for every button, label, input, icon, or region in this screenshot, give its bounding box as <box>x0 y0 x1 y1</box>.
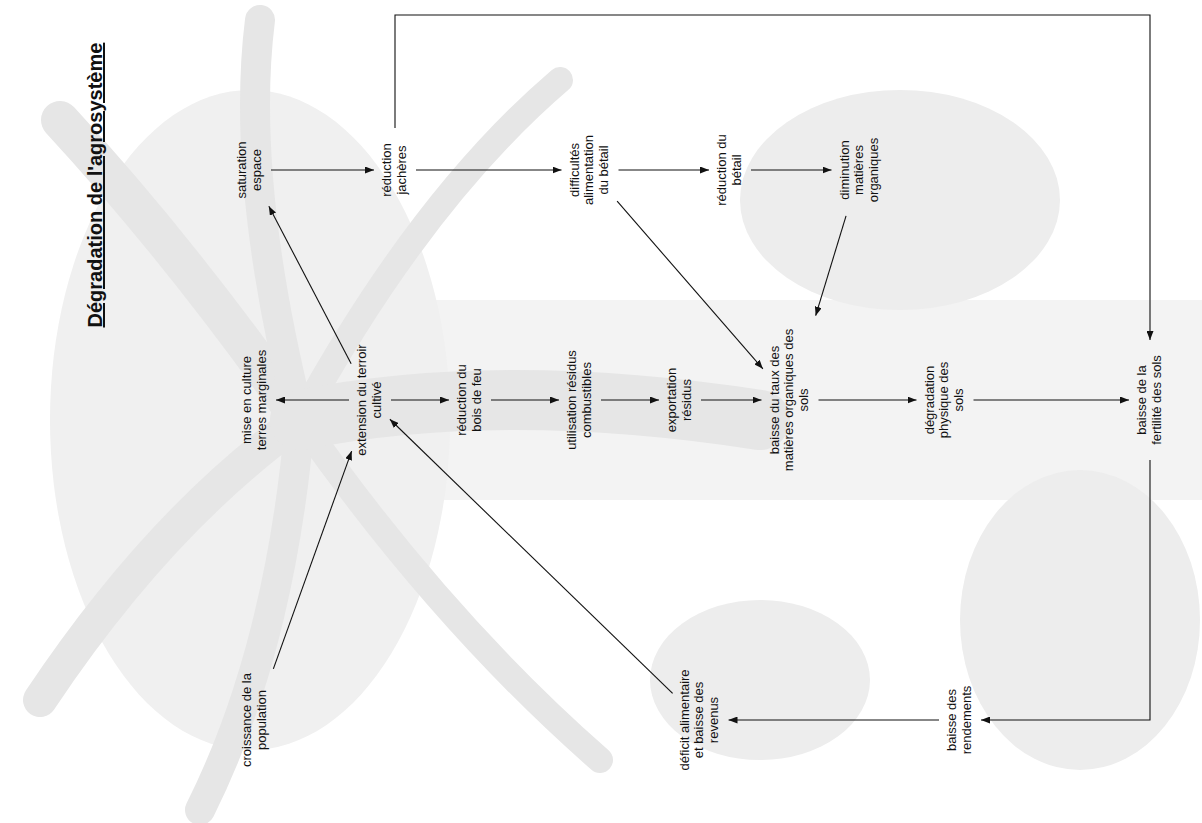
concept-text: dégradation physique des sols <box>923 351 968 450</box>
concept-label: diminution matières organiques <box>836 128 885 212</box>
causal-arrow <box>269 206 351 364</box>
causal-arrow <box>601 399 659 400</box>
causal-arrow <box>416 169 562 170</box>
concept-text: réduction du bétail <box>715 134 745 206</box>
concept-label: baisse de la fertilité des sols <box>1133 344 1167 456</box>
concept-label: croissance de la population <box>238 664 272 776</box>
concept-label: baisse des rendements <box>943 664 977 776</box>
causal-arrow <box>816 216 846 316</box>
causal-arrow <box>619 169 710 170</box>
concept-text: réduction jachères <box>380 135 410 205</box>
causal-arrow <box>391 399 449 400</box>
concept-text: utilisation résidus combustibles <box>565 336 595 465</box>
causal-arrow <box>729 719 940 720</box>
concept-label: extension du terroir cultivé <box>353 341 387 459</box>
causal-arrow <box>390 419 673 693</box>
diagram-title: Dégradation de l'agrosystème <box>84 43 107 328</box>
concept-text: diminution matières organiques <box>838 131 883 209</box>
concept-text: difficultés alimentation du bétail <box>568 128 613 212</box>
concept-label: déficit alimentaire et baisse des revenu… <box>676 660 725 780</box>
concept-label: réduction du bétail <box>713 131 747 209</box>
ground-patches <box>650 90 1200 770</box>
causal-arrow <box>819 399 917 400</box>
concept-label: utilisation résidus combustibles <box>563 333 597 468</box>
causal-arrow <box>981 460 1150 720</box>
causal-arrow <box>271 169 374 170</box>
causal-arrow <box>974 399 1130 400</box>
concept-label: saturation espace <box>233 131 267 209</box>
concept-text: déficit alimentaire et baisse des revenu… <box>678 663 723 777</box>
concept-text: exportation résidus <box>665 359 695 441</box>
causal-arrow <box>395 15 1150 340</box>
causal-arrow <box>491 399 559 400</box>
concept-label: dégradation physique des sols <box>921 348 970 453</box>
concept-label: mise en culture terres marginales <box>238 343 272 458</box>
concept-text: baisse des rendements <box>945 667 975 773</box>
concept-text: saturation espace <box>235 134 265 206</box>
concept-label: réduction du bois de feu <box>453 355 487 445</box>
causal-arrow <box>617 201 763 369</box>
concept-text: mise en culture terres marginales <box>240 346 270 455</box>
causal-arrow <box>276 399 349 400</box>
causal-arrow <box>751 169 832 170</box>
concept-label: exportation résidus <box>663 356 697 444</box>
causal-arrow <box>701 399 762 400</box>
concept-label: difficultés alimentation du bétail <box>566 125 615 215</box>
concept-text: croissance de la population <box>240 667 270 773</box>
concept-text: baisse du taux des matières organiques d… <box>768 321 813 480</box>
concept-text: réduction du bois de feu <box>455 358 485 442</box>
concept-label: réduction jachères <box>378 132 412 208</box>
concept-text: baisse de la fertilité des sols <box>1135 347 1165 453</box>
concept-label: baisse du taux des matières organiques d… <box>766 318 815 483</box>
concept-text: extension du terroir cultivé <box>355 344 385 456</box>
causal-arrow <box>273 451 351 669</box>
